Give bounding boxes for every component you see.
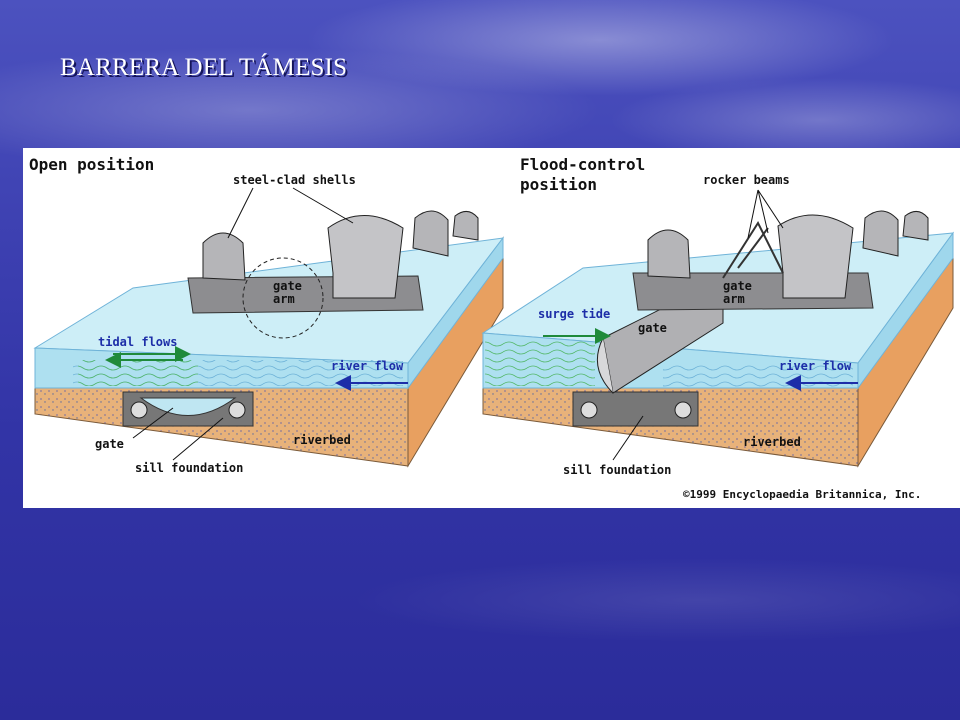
slide-title: BARRERA DEL TÁMESIS <box>60 54 348 81</box>
gate-label-right: gate <box>638 321 667 335</box>
rocker-leader <box>747 189 784 239</box>
flood-control-panel: Flood-control position rocker beams <box>481 155 955 477</box>
steel-shell-2 <box>327 215 404 299</box>
shell-right-3 <box>862 210 899 257</box>
flood-control-title-1: Flood-control <box>520 155 645 174</box>
pivot-right-right <box>674 401 692 419</box>
surge-tide-label: surge tide <box>538 307 610 321</box>
gate-arm-label-2: arm <box>273 292 295 306</box>
shell-right-1 <box>647 229 691 279</box>
sill-leader-right <box>612 415 644 461</box>
surge-waves <box>485 340 595 386</box>
copyright-notice: ©1999 Encyclopaedia Britannica, Inc. <box>683 488 921 501</box>
steel-shell-1 <box>202 232 246 281</box>
open-position-title: Open position <box>29 155 154 174</box>
shells-leader <box>227 187 354 239</box>
pivot-right <box>228 401 246 419</box>
open-position-panel: Open position steel-clad shells gate <box>29 155 505 475</box>
rocker-beams-label: rocker beams <box>703 173 790 187</box>
pivot-left <box>130 401 148 419</box>
steel-clad-shells-label: steel-clad shells <box>233 173 356 187</box>
river-flow-label-left: river flow <box>331 359 404 373</box>
sill-foundation-label-right: sill foundation <box>563 463 671 477</box>
gate-leader <box>132 407 174 439</box>
gate-open-curve <box>139 397 237 416</box>
gate-arm-label-right-1: gate <box>723 279 752 293</box>
thames-barrier-diagram: Open position steel-clad shells gate <box>23 148 960 508</box>
gate-arm-circle <box>242 257 324 339</box>
shell-right-2 <box>777 214 854 299</box>
steel-shell-3 <box>412 210 449 257</box>
gate-arm-label-1: gate <box>273 279 302 293</box>
water-side <box>407 236 504 390</box>
pivot-left-right <box>580 401 598 419</box>
riverbed-label-left: riverbed <box>293 433 351 447</box>
tidal-waves <box>78 360 198 386</box>
water-side-right <box>857 231 954 390</box>
gate-label-left: gate <box>95 437 124 451</box>
sill-foundation-label-left: sill foundation <box>135 461 243 475</box>
riverbed-label-right: riverbed <box>743 435 801 449</box>
gate-arm-label-right-2: arm <box>723 292 745 306</box>
sill-leader <box>172 417 224 461</box>
tidal-flows-label: tidal flows <box>98 335 177 349</box>
shell-right-4 <box>902 211 929 241</box>
steel-shell-4 <box>452 211 479 241</box>
flood-control-title-2: position <box>520 175 597 194</box>
river-flow-label-right: river flow <box>779 359 852 373</box>
rocker-beams <box>722 220 784 279</box>
